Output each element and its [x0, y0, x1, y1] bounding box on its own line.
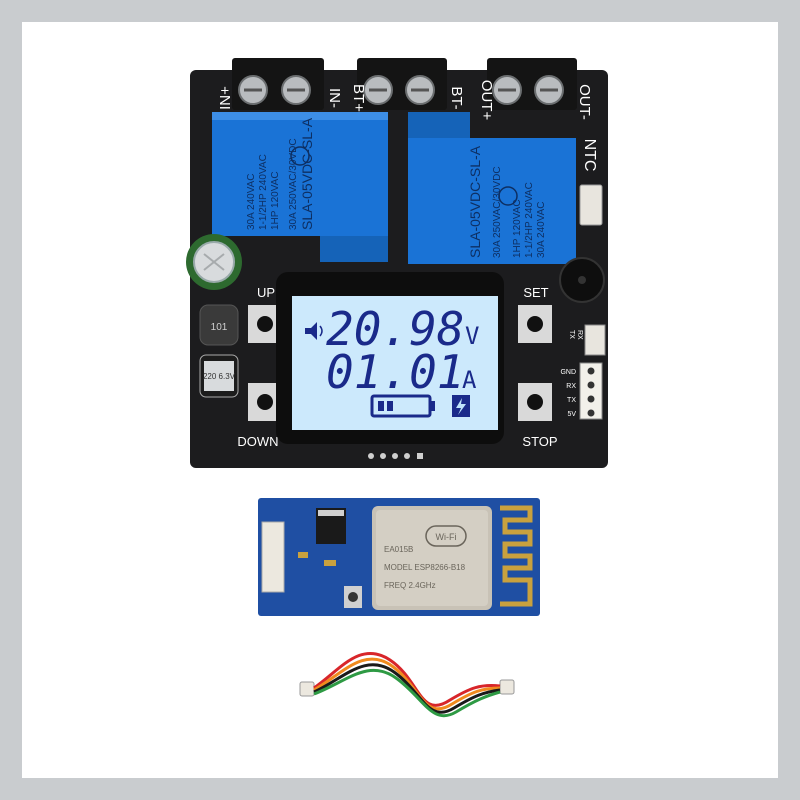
terminal-block-out	[487, 58, 577, 110]
lightning-icon	[452, 395, 470, 417]
pin-label-rx-top: RX	[576, 330, 583, 340]
label-out-minus: OUT-	[576, 84, 593, 120]
label-in-plus: IN+	[217, 86, 234, 110]
pin-label-5v: 5V	[567, 411, 576, 418]
capacitor-label: 220 6.3V	[203, 372, 236, 381]
lcd-current-unit: A	[462, 366, 477, 394]
inductor-label: 101	[211, 322, 228, 333]
inductor: 101	[199, 304, 239, 346]
pin-label-tx: TX	[567, 397, 576, 404]
relay-left-line2: 30A 250VAC/30VDC	[288, 138, 299, 230]
pin-label-gnd: GND	[560, 369, 576, 376]
label-down: DOWN	[237, 434, 278, 449]
shield-line-3: FREQ 2.4GHz	[384, 581, 436, 590]
lcd-voltage: 20.98	[326, 302, 464, 356]
stop-button[interactable]	[518, 383, 552, 421]
relay-right: SLA-05VDC-SL-A 30A 250VAC/30VDC 1HP 120V…	[408, 112, 576, 264]
label-in-minus: IN-	[326, 88, 343, 108]
wifi-connector	[261, 521, 285, 593]
pin-header-uart: GND RX TX 5V	[560, 362, 603, 420]
shield-line-2: MODEL ESP8266-B18	[384, 563, 466, 572]
wifi-module: Wi-Fi EA015B MODEL ESP8266-B18 FREQ 2.4G…	[258, 498, 540, 616]
set-button[interactable]	[518, 305, 552, 343]
wifi-logo-icon	[425, 525, 467, 547]
relay-right-cert-icon	[498, 186, 518, 206]
battery-icon	[370, 394, 435, 418]
wifi-logo-text: Wi-Fi	[436, 532, 457, 542]
label-bt-plus: BT+	[350, 84, 367, 112]
lcd-voltage-unit: V	[465, 322, 479, 350]
shield-line-1: EA015B	[384, 545, 413, 554]
label-bt-minus: BT-	[448, 86, 465, 109]
pin-label-tx-top: TX	[568, 330, 575, 339]
relay-left: SLA-05VDC-SL-A 30A 250VAC/30VDC 1HP 120V…	[212, 112, 388, 262]
relay-right-line3: 1HP 120VAC	[512, 199, 523, 258]
relay-right-model: SLA-05VDC-SL-A	[467, 145, 483, 258]
ntc-connector	[579, 184, 603, 226]
electrolytic-capacitor	[186, 234, 242, 290]
pcb-antenna	[500, 505, 533, 607]
control-board: IN+ IN- BT+ BT- OUT+ OUT- NTC SLA-05VDC-…	[186, 58, 608, 468]
speaker-icon	[305, 322, 323, 340]
cable-plug-right	[499, 679, 515, 695]
cable-plug-left	[299, 681, 315, 697]
relay-left-cert-icon	[290, 146, 310, 166]
terminal-block-in	[232, 58, 324, 110]
label-up: UP	[257, 285, 275, 300]
esp-shield: Wi-Fi EA015B MODEL ESP8266-B18 FREQ 2.4G…	[372, 506, 492, 610]
small-capacitor: 220 6.3V	[199, 354, 239, 398]
relay-right-line4: 1-1/2HP 240VAC	[524, 182, 535, 258]
label-stop: STOP	[522, 434, 557, 449]
label-out-plus: OUT+	[478, 80, 495, 121]
relay-right-line5: 30A 240VAC	[536, 201, 547, 258]
lcd-current: 01.01	[326, 345, 464, 399]
relay-left-line4: 1-1/2HP 240VAC	[258, 154, 269, 230]
relay-left-line5: 30A 240VAC	[246, 173, 257, 230]
label-ntc: NTC	[581, 139, 598, 172]
terminal-block-bt	[357, 58, 447, 110]
pin-header-top: RX TX	[568, 324, 606, 356]
relay-right-line2: 30A 250VAC/30VDC	[492, 166, 503, 258]
lcd-display: 20.98 V 01.01 A	[276, 272, 504, 459]
relay-left-line3: 1HP 120VAC	[270, 171, 281, 230]
buzzer	[559, 257, 605, 303]
pin-label-rx: RX	[566, 383, 576, 390]
connector-cable	[299, 652, 515, 718]
relay-left-model: SLA-05VDC-SL-A	[299, 117, 315, 230]
label-set: SET	[523, 285, 548, 300]
